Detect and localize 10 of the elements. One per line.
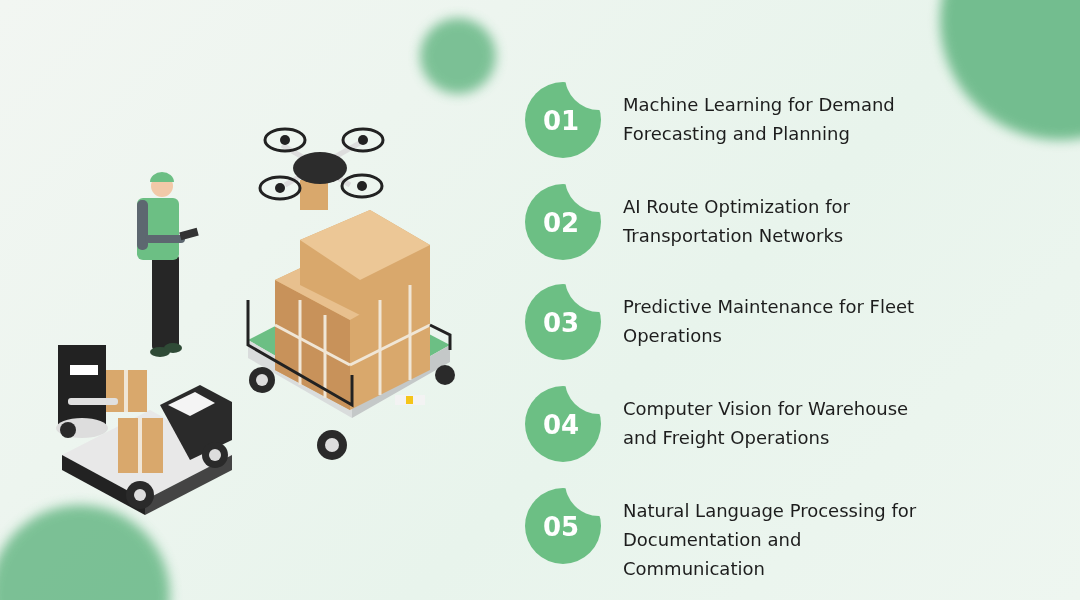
item-title: Machine Learning for Demand Forecasting and Planning bbox=[623, 93, 896, 146]
item-title: Computer Vision for Warehouse and Freight Operations bbox=[623, 397, 910, 450]
step-number: 02 bbox=[543, 208, 580, 238]
item-title: Natural Language Processing for Documentation and Communication bbox=[623, 499, 918, 581]
step-number: 01 bbox=[543, 106, 580, 136]
item-title: AI Route Optimization for Transportation Networks bbox=[623, 195, 851, 248]
step-number: 04 bbox=[543, 410, 580, 440]
step-number: 05 bbox=[543, 512, 580, 542]
step-number: 03 bbox=[543, 308, 580, 338]
item-title: Predictive Maintenance for Fleet Operations bbox=[623, 295, 916, 348]
